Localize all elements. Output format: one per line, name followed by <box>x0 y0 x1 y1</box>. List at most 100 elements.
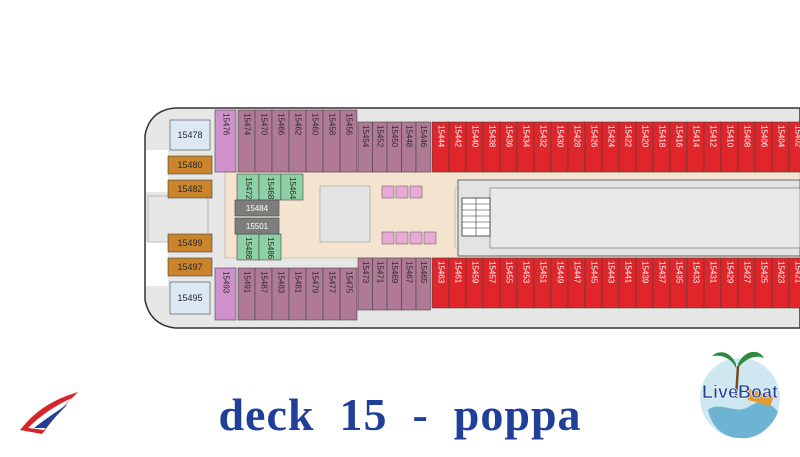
carnival-logo-icon <box>20 392 78 434</box>
cabin[interactable] <box>788 257 800 309</box>
cabin-number: 15460 <box>310 113 319 136</box>
cabin-number: 15483 <box>276 271 285 294</box>
service-area-inner <box>489 187 800 249</box>
cabin-number: 15488 <box>244 237 253 260</box>
cabin-number: 15439 <box>640 261 649 284</box>
cabin-number: 15470 <box>259 113 268 136</box>
service-area-aft <box>319 185 371 243</box>
cabin[interactable] <box>234 199 280 217</box>
svg-text:LiveBoat: LiveBoat <box>702 382 778 402</box>
elevator-icon-group-bottom <box>381 231 437 245</box>
cabin-number: 15499 <box>177 238 202 248</box>
cabin-number: 15466 <box>276 113 285 136</box>
cabin-number: 15473 <box>361 261 370 284</box>
cabin-number: 15493 <box>221 271 230 294</box>
cabin[interactable] <box>169 119 211 151</box>
cabin-number: 15414 <box>691 125 700 148</box>
cabin-number: 15410 <box>725 125 734 148</box>
cabin-number: 15416 <box>674 125 683 148</box>
cabin-number: 15448 <box>405 125 414 148</box>
cabin[interactable] <box>339 267 358 321</box>
liveboat-logo-icon: LiveBoat LiveBoat <box>700 351 780 439</box>
cabin[interactable] <box>214 109 237 173</box>
cabin-number: 15480 <box>177 160 202 170</box>
cabin-number: 15431 <box>708 261 717 284</box>
stern-cut-bottom <box>146 242 168 286</box>
cabin-number: 15452 <box>376 125 385 148</box>
cabin[interactable] <box>167 179 213 199</box>
cabin-number: 15437 <box>657 261 666 284</box>
cabin-number: 15459 <box>470 261 479 284</box>
cabin-number: 15427 <box>742 261 751 284</box>
cabin-number: 15455 <box>504 261 513 284</box>
cabin-number: 15451 <box>538 261 547 284</box>
cabin-number: 15468 <box>266 177 275 200</box>
elevator-icon-group-top <box>381 185 423 199</box>
cabin-number: 15482 <box>177 184 202 194</box>
cabin-number: 15444 <box>436 125 445 148</box>
cabin-number: 15420 <box>640 125 649 148</box>
cabin[interactable] <box>280 173 304 201</box>
cabin-number: 15486 <box>266 237 275 260</box>
cabin[interactable] <box>214 267 237 321</box>
cabin-number: 15429 <box>725 261 734 284</box>
cabin-number: 15440 <box>470 125 479 148</box>
cabin-number: 15441 <box>623 261 632 284</box>
cabin[interactable] <box>167 155 213 175</box>
cabin-number: 15456 <box>344 113 353 136</box>
cabin[interactable] <box>234 217 280 235</box>
cabin-number: 15408 <box>742 125 751 148</box>
cabin-number: 15491 <box>242 271 251 294</box>
cabin-number: 15487 <box>259 271 268 294</box>
cabin-number: 15428 <box>572 125 581 148</box>
cabin-number: 15479 <box>310 271 319 294</box>
cabin-number: 15442 <box>453 125 462 148</box>
cabin-number: 15461 <box>453 261 462 284</box>
cabin-number: 15497 <box>177 262 202 272</box>
cabin-number: 15430 <box>555 125 564 148</box>
cabin-number: 15443 <box>606 261 615 284</box>
liveboat-logo-text: LiveBoat <box>702 382 778 402</box>
cabin-number: 15434 <box>521 125 530 148</box>
cabin-number: 15412 <box>708 125 717 148</box>
cabin-number: 15464 <box>288 177 297 200</box>
cabin[interactable] <box>339 109 358 173</box>
cabin-number: 15472 <box>244 177 253 200</box>
cabin[interactable] <box>788 121 800 173</box>
cabin-number: 15404 <box>776 125 785 148</box>
cabin[interactable] <box>169 281 211 315</box>
orange-cabins: 15480 15482 15499 15497 <box>167 155 213 277</box>
cabin-number: 15446 <box>419 125 428 148</box>
cabin-number: 15481 <box>293 271 302 294</box>
cabin-number: 15475 <box>344 271 353 294</box>
cabin-number: 15458 <box>327 113 336 136</box>
cabin-number: 15447 <box>572 261 581 284</box>
cabin-number: 15484 <box>246 204 269 213</box>
cabin-number: 15445 <box>589 261 598 284</box>
cabin-number: 15424 <box>606 125 615 148</box>
cabin-number: 15465 <box>419 261 428 284</box>
stern-cut-top <box>146 150 168 192</box>
deck-title: deck 15 - poppa <box>218 389 582 440</box>
cabin-number: 15450 <box>390 125 399 148</box>
cabin[interactable] <box>167 233 213 253</box>
cabin-number: 15467 <box>405 261 414 284</box>
cabin-number: 15432 <box>538 125 547 148</box>
cabin-number: 15471 <box>376 261 385 284</box>
cabin-number: 15422 <box>623 125 632 148</box>
cabin-number: 15418 <box>657 125 666 148</box>
cabin-number: 15449 <box>555 261 564 284</box>
cabin[interactable] <box>167 257 213 277</box>
cabin-number: 15469 <box>390 261 399 284</box>
stairs-icon <box>461 197 491 237</box>
cabin-number: 15425 <box>759 261 768 284</box>
cabin[interactable] <box>415 121 431 173</box>
cabin[interactable] <box>415 257 431 311</box>
cabin-number: 15476 <box>221 113 230 136</box>
cabin-number: 15433 <box>691 261 700 284</box>
cabin-number: 15474 <box>242 113 251 136</box>
cabin-number: 15477 <box>327 271 336 294</box>
